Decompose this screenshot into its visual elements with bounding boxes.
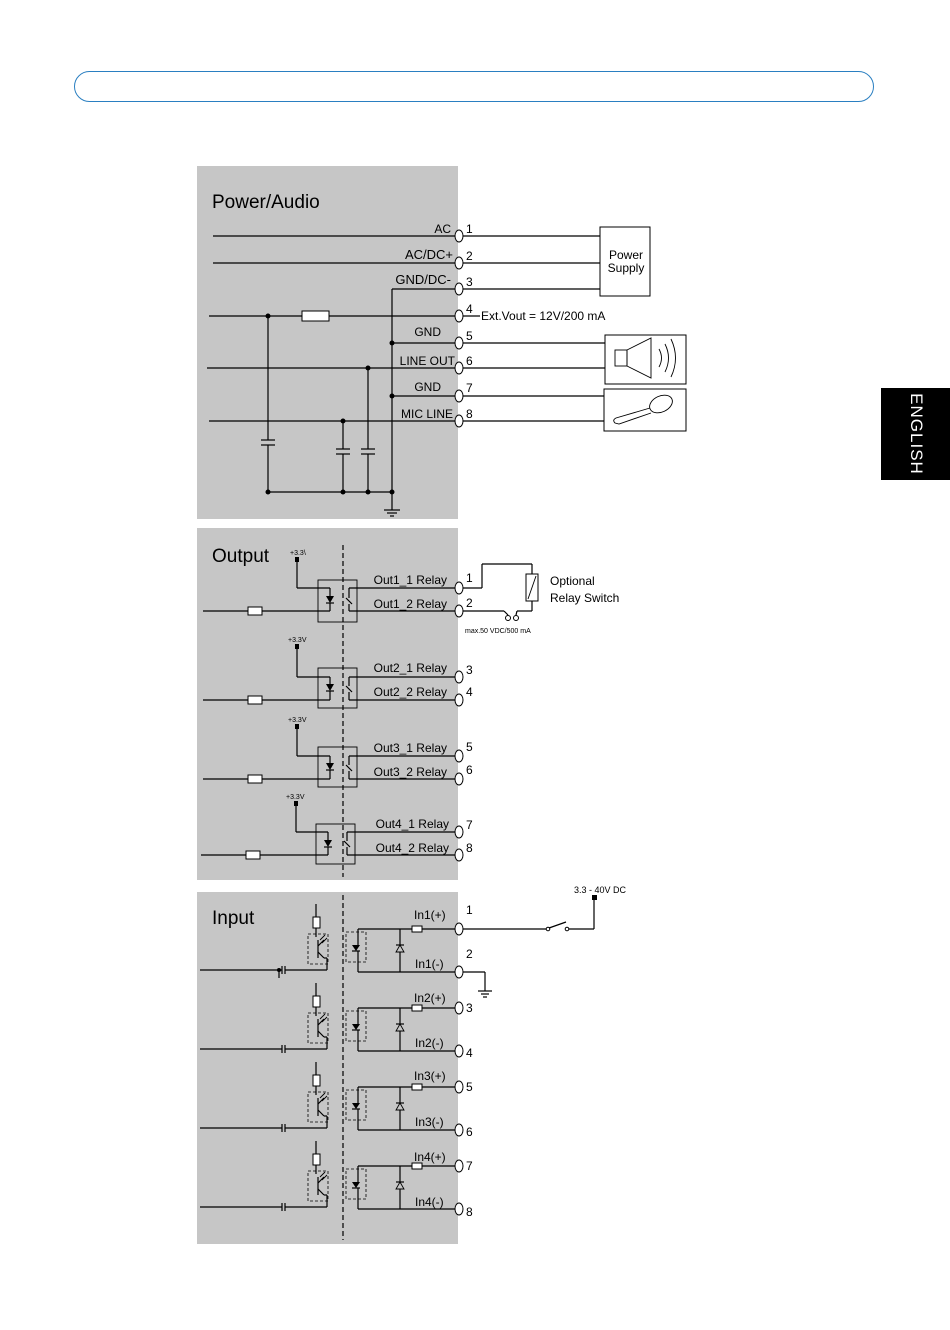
pin-label: Out4_2 Relay [376, 841, 449, 855]
pin-number: 1 [466, 222, 473, 236]
pin-label: Out2_2 Relay [374, 685, 447, 699]
power-supply-label: Power [609, 248, 643, 262]
pin-label: GND [414, 325, 441, 339]
language-tab: ENGLISH [881, 388, 950, 480]
pin-label: Out4_1 Relay [376, 817, 449, 831]
pin-number: 6 [466, 763, 473, 777]
pin-number: 3 [466, 663, 473, 677]
supply-label: +3.3V [288, 717, 307, 724]
pin-number: 4 [466, 302, 473, 316]
pin-label: AC/DC+ [405, 247, 453, 262]
pin-label: MIC LINE [401, 407, 453, 421]
pin-label: In1(+) [414, 908, 446, 922]
power-supply-box [599, 226, 651, 297]
optional-label: Optional [550, 574, 595, 588]
power-supply-label: Supply [608, 261, 645, 275]
pin-number: 5 [466, 329, 473, 343]
output-title: Output [212, 546, 270, 567]
pin-number: 1 [466, 571, 473, 585]
pin-label: In2(-) [415, 1036, 444, 1050]
pin-label: Out2_1 Relay [374, 661, 447, 675]
pin-number: 6 [466, 354, 473, 368]
relay-circuit: +3.3V [203, 637, 455, 709]
pin-label: In1(-) [415, 957, 444, 971]
speaker-icon [614, 337, 676, 379]
pin-number: 4 [466, 1046, 473, 1060]
resistor [301, 310, 330, 322]
power-audio-section: Power/Audio [197, 166, 687, 519]
pin-number: 4 [466, 685, 473, 699]
relay-circuit: +3.3V [203, 717, 455, 788]
max-rating-label: max.50 VDC/500 mA [465, 628, 531, 635]
pin-number: 5 [466, 1080, 473, 1094]
relay-circuit: +3.3\ [203, 550, 455, 623]
pin-number: 2 [466, 596, 473, 610]
input-channel [200, 1141, 455, 1211]
microphone-box [603, 388, 687, 432]
pin-number: 5 [466, 740, 473, 754]
microphone-icon [613, 394, 673, 425]
pin-number: 8 [466, 841, 473, 855]
input-channel [200, 904, 455, 978]
input-section: Input [197, 885, 627, 1244]
power-audio-title: Power/Audio [212, 192, 320, 213]
pin-number: 8 [466, 1205, 473, 1219]
pin-label: Out3_2 Relay [374, 765, 447, 779]
optional-label: Relay Switch [550, 591, 619, 605]
pin-label: In4(-) [415, 1195, 444, 1209]
pin-number: 2 [466, 947, 473, 961]
pin-label: Out1_2 Relay [374, 597, 447, 611]
supply-label: +3.3V [288, 637, 307, 644]
supply-label: +3.3\ [290, 550, 306, 557]
pin-label: LINE OUT [400, 354, 456, 368]
output-section: Output +3.3\ +3.3V [197, 528, 619, 880]
pin-number: 3 [466, 1001, 473, 1015]
pin-number: 7 [466, 1159, 473, 1173]
speaker-box [604, 334, 687, 385]
pin-label: In3(+) [414, 1069, 446, 1083]
relay-box [317, 667, 358, 709]
ext-vout-label: Ext.Vout = 12V/200 mA [481, 309, 605, 323]
pin-label: In4(+) [414, 1150, 446, 1164]
pin-number: 3 [466, 275, 473, 289]
input-panel [197, 892, 458, 1244]
pin-number: 1 [466, 903, 473, 917]
output-panel [197, 528, 458, 880]
pin-label: Out1_1 Relay [374, 573, 447, 587]
relay-circuit: +3.3V [201, 794, 455, 865]
relay-box [317, 746, 358, 788]
pin-label: AC [434, 222, 451, 236]
input-voltage-label: 3.3 - 40V DC [574, 885, 627, 895]
pin-label: GND/DC- [395, 272, 451, 287]
pin-number: 7 [466, 818, 473, 832]
header-bar [74, 71, 874, 102]
input-channel [200, 1062, 455, 1132]
input-channel [200, 983, 455, 1053]
pin-number: 7 [466, 381, 473, 395]
pin-number: 6 [466, 1125, 473, 1139]
relay-box [315, 823, 356, 865]
supply-label: +3.3V [286, 794, 305, 801]
pin-number: 8 [466, 407, 473, 421]
pin-label: In3(-) [415, 1115, 444, 1129]
relay-box [317, 579, 358, 623]
pin-label: GND [414, 380, 441, 394]
pin-number: 2 [466, 249, 473, 263]
pin-label: In2(+) [414, 991, 446, 1005]
pin-label: Out3_1 Relay [374, 741, 447, 755]
input-title: Input [212, 908, 255, 929]
